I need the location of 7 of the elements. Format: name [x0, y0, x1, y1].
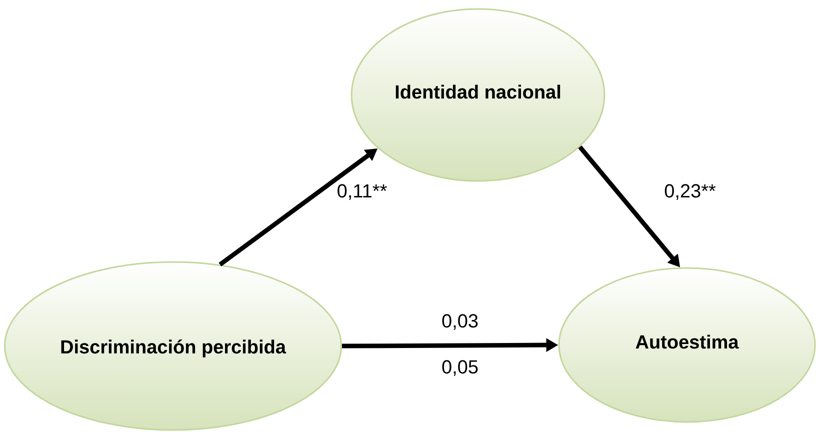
- edge-label: 0,11**: [338, 184, 387, 200]
- edge-label: 0,03: [442, 314, 478, 330]
- edge-label: 0,23**: [664, 184, 716, 200]
- ellipse-node: Autoestima: [558, 267, 816, 423]
- coefficient-label: 0,05: [442, 360, 478, 376]
- ellipse-node: Identidad nacional: [350, 8, 606, 182]
- ellipse-node: Discriminación percibida: [4, 261, 342, 431]
